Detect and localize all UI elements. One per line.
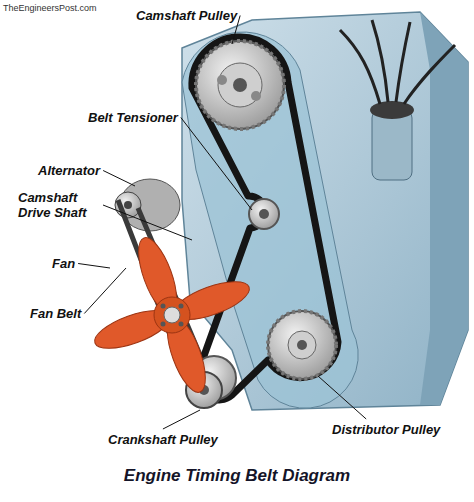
distributor-pulley xyxy=(268,311,336,379)
camshaft-pulley xyxy=(196,41,284,129)
part-label: Camshaft Drive Shaft xyxy=(18,190,100,220)
leader-line xyxy=(84,268,126,314)
part-label: Fan xyxy=(52,256,75,271)
distributor xyxy=(340,20,455,180)
leader-line xyxy=(103,205,192,240)
part-label: Camshaft Pulley xyxy=(136,8,237,23)
diagram-title: Engine Timing Belt Diagram xyxy=(0,466,474,486)
part-label: Distributor Pulley xyxy=(332,422,440,437)
belt-cover xyxy=(182,32,358,408)
fan xyxy=(90,233,254,397)
leader-line xyxy=(163,410,200,429)
timing-belt xyxy=(192,37,338,400)
block-side xyxy=(420,12,468,405)
part-label: Alternator xyxy=(38,163,100,178)
part-label: Crankshaft Pulley xyxy=(108,432,218,447)
part-label: Belt Tensioner xyxy=(88,110,178,125)
watermark: TheEngineersPost.com xyxy=(3,3,97,14)
leader-line xyxy=(181,118,252,211)
leader-line xyxy=(78,264,110,269)
leader-line xyxy=(318,376,366,419)
leader-line xyxy=(103,171,135,187)
engine-block xyxy=(182,12,468,410)
part-label: Fan Belt xyxy=(30,306,81,321)
belt-tensioner xyxy=(249,199,279,229)
